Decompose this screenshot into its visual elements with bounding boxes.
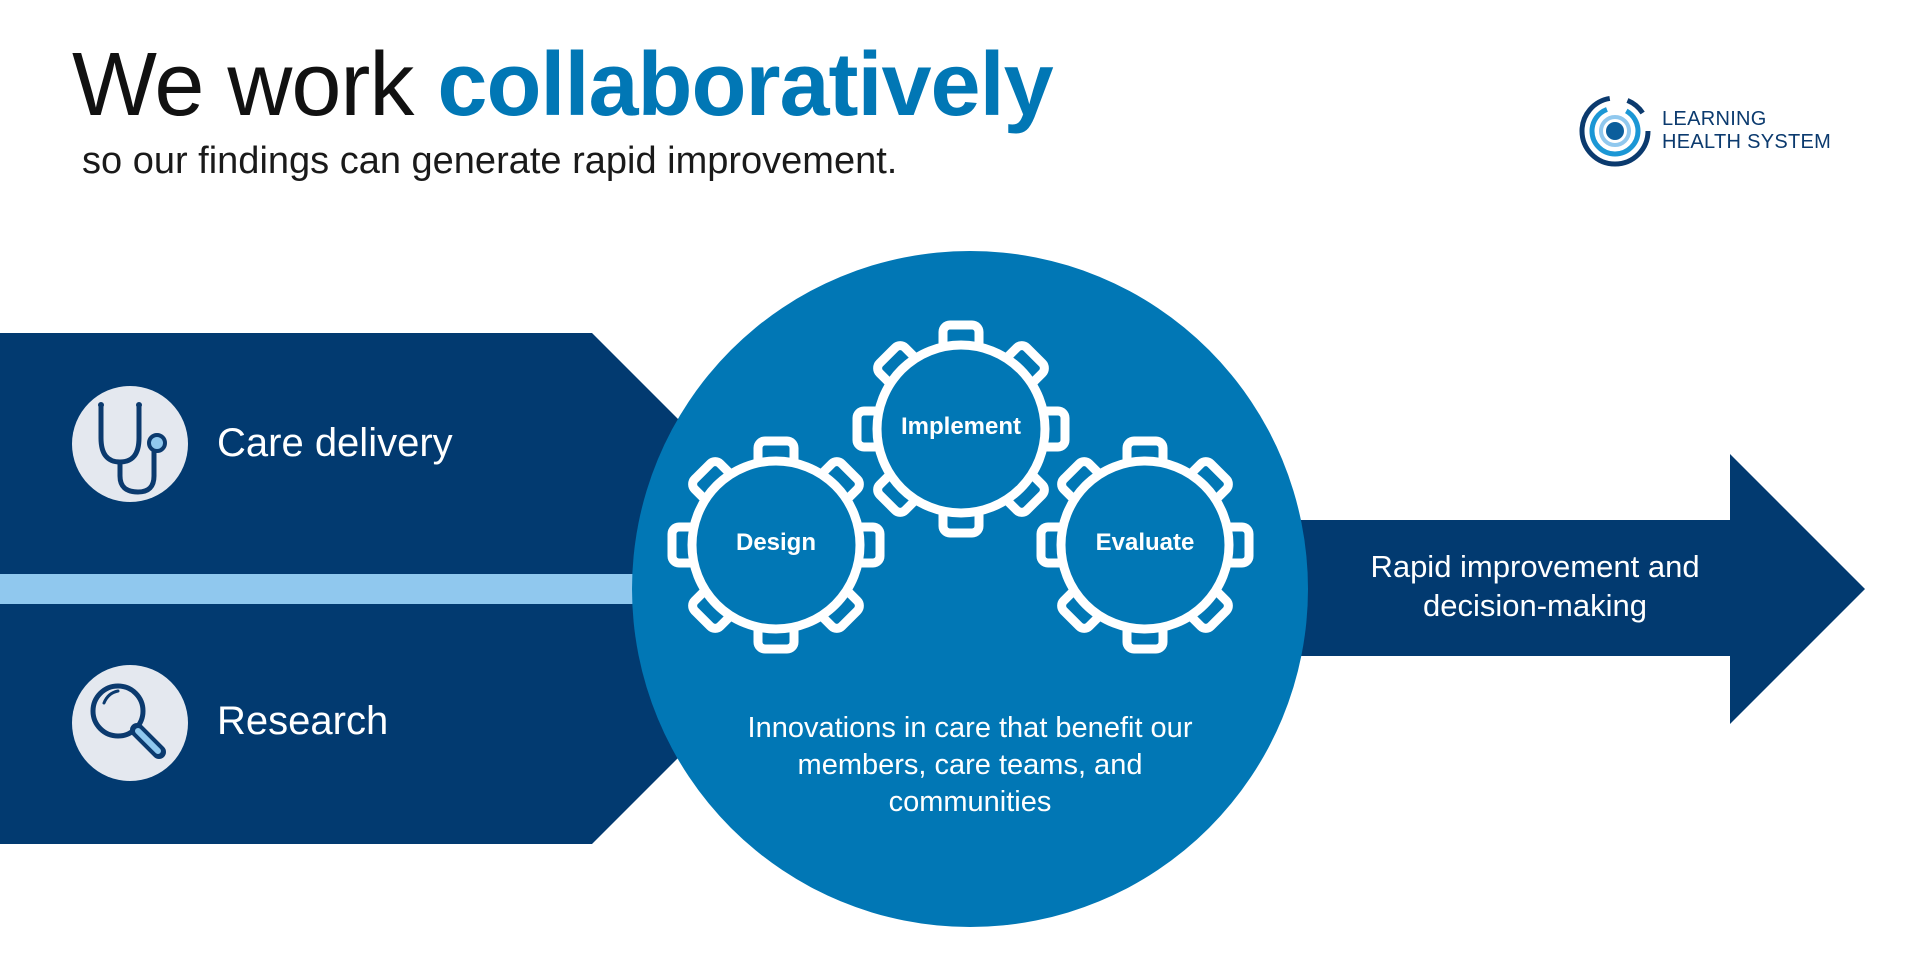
innovations-caption: Innovations in care that benefit our mem… xyxy=(747,712,1193,818)
logo-line-1: LEARNING xyxy=(1662,108,1767,130)
care-delivery-label: Care delivery xyxy=(217,421,453,465)
gear-label-design: Design xyxy=(735,529,816,556)
title-emphasis: collaboratively xyxy=(437,35,1053,135)
gear-label-evaluate: Evaluate xyxy=(1095,529,1195,556)
gears-group xyxy=(667,320,1254,654)
output-arrow xyxy=(1290,454,1865,724)
stethoscope-icon xyxy=(72,386,188,502)
research-label: Research xyxy=(217,699,389,743)
magnifying-glass-icon xyxy=(72,665,188,781)
logo-line-2: HEALTH SYSTEM xyxy=(1662,131,1832,153)
gear-implement xyxy=(852,320,1070,538)
title-plain: We work xyxy=(72,35,438,135)
page-title: We work collaboratively xyxy=(72,40,1054,130)
central-circle xyxy=(632,251,1308,927)
output-label: Rapid improvement and decision-making xyxy=(1370,549,1700,623)
page-subtitle: so our findings can generate rapid impro… xyxy=(82,140,898,182)
learning-health-system-logo: LEARNING HEALTH SYSTEM xyxy=(1578,94,1831,168)
logo-wordmark: LEARNING HEALTH SYSTEM xyxy=(1662,108,1831,154)
gear-design xyxy=(667,436,885,654)
gear-evaluate xyxy=(1036,436,1254,654)
band-divider xyxy=(0,574,700,604)
concentric-target-icon xyxy=(1579,95,1651,167)
research-band xyxy=(0,604,700,844)
gear-label-implement: Implement xyxy=(900,413,1022,440)
care-delivery-band xyxy=(0,333,700,574)
